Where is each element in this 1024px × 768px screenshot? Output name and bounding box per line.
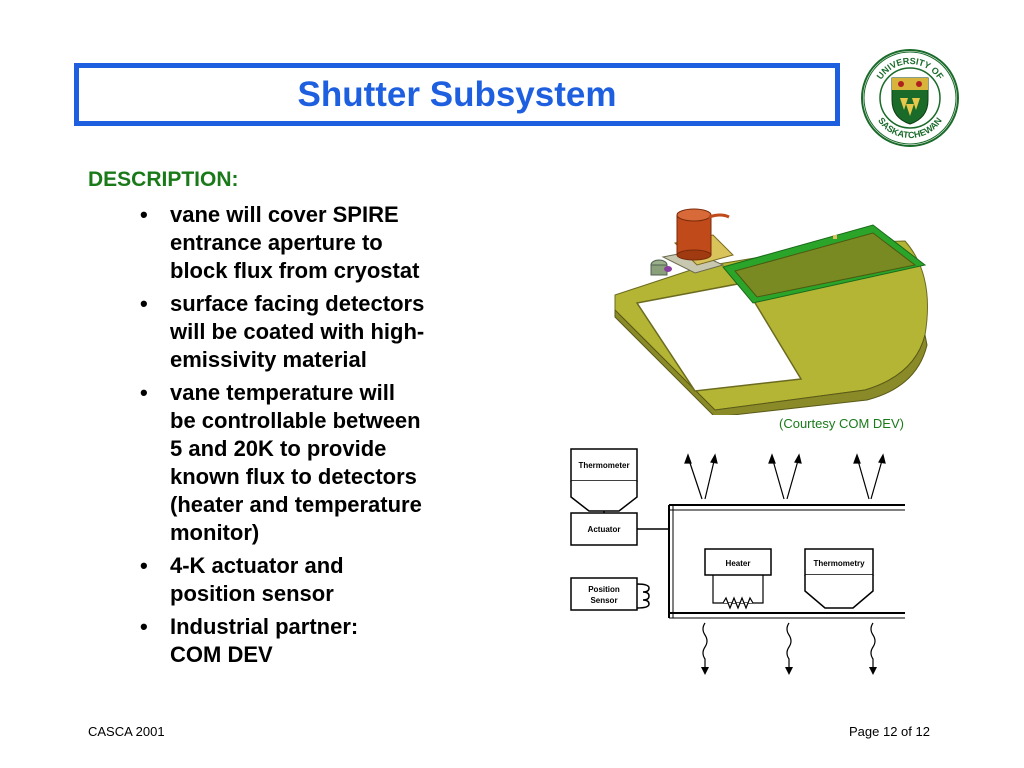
description-heading: DESCRIPTION: <box>88 168 239 191</box>
position-sensor-label-1: Position <box>588 585 620 594</box>
position-sensor-box <box>570 577 638 611</box>
title-box: Shutter Subsystem <box>74 63 840 126</box>
thermometer-label: Thermometer <box>578 461 629 470</box>
bullet-marker: • <box>140 202 148 227</box>
heater-label: Heater <box>726 559 751 568</box>
actuator-label: Actuator <box>588 525 621 534</box>
footer-left: CASCA 2001 <box>88 724 165 739</box>
list-item: •4-K actuator and position sensor <box>140 553 344 606</box>
page-title: Shutter Subsystem <box>297 74 617 114</box>
list-item: •vane will cover SPIRE entrance aperture… <box>140 202 420 283</box>
bullet-marker: • <box>140 553 148 578</box>
position-sensor-label-2: Sensor <box>590 596 617 605</box>
bullet-marker: • <box>140 291 148 316</box>
heater-box <box>704 548 772 576</box>
university-logo: UNIVERSITY OF SASKATCHEWAN <box>861 49 959 147</box>
list-item: •Industrial partner: COM DEV <box>140 614 359 667</box>
thermometry-label: Thermometry <box>813 559 865 568</box>
shutter-render-image <box>614 208 928 415</box>
footer-page-number: Page 12 of 12 <box>849 724 930 739</box>
bullet-marker: • <box>140 380 148 405</box>
actuator-box <box>570 512 638 546</box>
shutter-schematic-diagram: Thermometer Actuator Position Sensor Hea… <box>570 448 905 675</box>
bullet-marker: • <box>140 614 148 639</box>
description-list: •vane will cover SPIRE entrance aperture… <box>138 201 478 674</box>
list-item: •surface facing detectors will be coated… <box>140 291 425 372</box>
list-item: •vane temperature will be controllable b… <box>140 380 422 545</box>
courtesy-caption: (Courtesy COM DEV) <box>779 416 904 431</box>
